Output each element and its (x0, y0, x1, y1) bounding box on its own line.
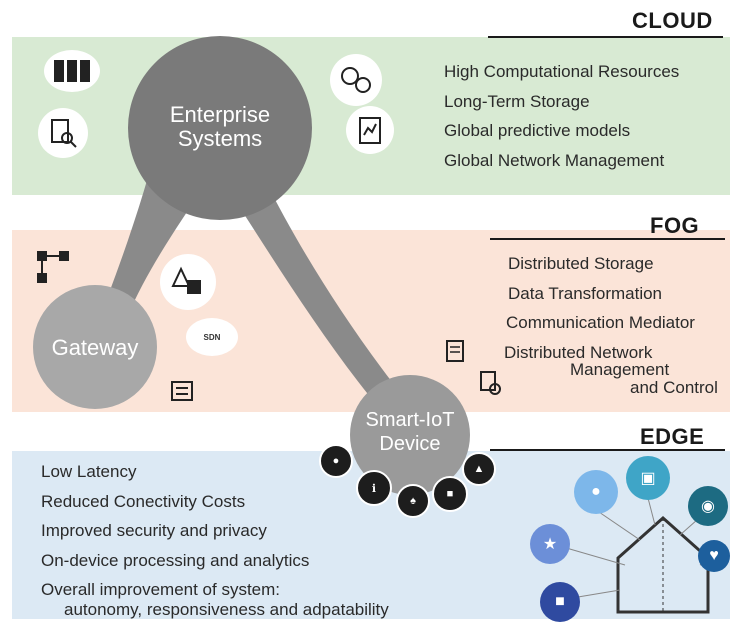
cloud-feature: Long-Term Storage (444, 91, 590, 111)
edge-feature-tail: autonomy, responsiveness and adpatabilit… (64, 600, 389, 619)
fog-feature: Distributed Storage (508, 254, 654, 273)
gateway-node (33, 285, 157, 409)
fog-feature-tail-1: Management (570, 360, 670, 379)
gears-icon (330, 54, 382, 106)
thermometer-icon: ℹ (356, 470, 392, 506)
clipboard-chart-icon (346, 106, 394, 154)
camera-icon: ◉ (688, 486, 728, 526)
fog-feature-tail-2: and Control (630, 378, 718, 397)
enterprise-label-line2: Systems (177, 126, 263, 151)
sensor-icon: ★ (530, 524, 570, 564)
edge-feature: Overall improvement of system: (41, 580, 281, 599)
edge-feature: Reduced Conectivity Costs (41, 491, 246, 511)
edge-feature: Improved security and privacy (41, 521, 267, 540)
bulb-icon: ● (574, 470, 618, 514)
server-rack-icon (44, 50, 100, 92)
document-gear-icon (475, 368, 505, 398)
cloud-feature: Global Network Management (444, 150, 665, 170)
shapes-icon (160, 254, 216, 310)
connector-enterprise-device (235, 180, 410, 415)
network-nodes-icon (26, 242, 82, 292)
gateway-label: Gateway (51, 335, 139, 360)
edge-feature-list: Low Latency Reduced Conectivity Costs Im… (41, 457, 309, 605)
vehicle-icon: ▲ (462, 452, 496, 486)
enterprise-label-line1: Enterprise (169, 102, 271, 127)
robot-icon: ■ (540, 582, 580, 622)
robot-icon: ♥ (698, 540, 730, 572)
fog-feature: Distributed Network (504, 342, 653, 362)
device-label-line1: Smart-IoT (365, 409, 455, 431)
sdn-label: SDN (203, 332, 221, 342)
cloud-header: CLOUD (632, 8, 713, 33)
cloud-feature-list: High Computational Resources Long-Term S… (444, 57, 679, 175)
fog-header: FOG (650, 213, 700, 238)
monitor-icon: ▣ (626, 456, 670, 500)
phone-icon: ■ (432, 476, 468, 512)
edge-header-rule (490, 449, 725, 451)
device-label: Smart-IoT Device (350, 408, 470, 456)
edge-feature: On-device processing and analytics (41, 550, 310, 570)
fog-feature-list: Distributed Storage Data Transformation … (504, 249, 695, 367)
document-search-icon (38, 108, 88, 158)
fog-header-rule (490, 238, 725, 240)
sdn-icon: SDN (186, 318, 238, 356)
enterprise-node (128, 36, 312, 220)
settings-panel-icon (160, 372, 204, 410)
enterprise-label: Enterprise Systems (140, 103, 300, 151)
document-icon (440, 336, 470, 366)
device-label-line2: Device (379, 433, 441, 455)
edge-header: EDGE (640, 424, 705, 449)
lightbulb-icon: ● (319, 444, 353, 478)
faucet-icon: ♠ (396, 484, 430, 518)
fog-feature-tail: Management and Control (570, 361, 718, 397)
fog-feature: Data Transformation (508, 283, 663, 303)
cloud-header-rule (488, 36, 723, 38)
cloud-feature: Global predictive models (444, 121, 631, 140)
device-node (350, 375, 470, 495)
house-icon (616, 515, 710, 614)
edge-feature: Low Latency (41, 462, 137, 481)
cloud-feature: High Computational Resources (444, 62, 680, 81)
fog-feature: Communication Mediator (506, 313, 695, 332)
